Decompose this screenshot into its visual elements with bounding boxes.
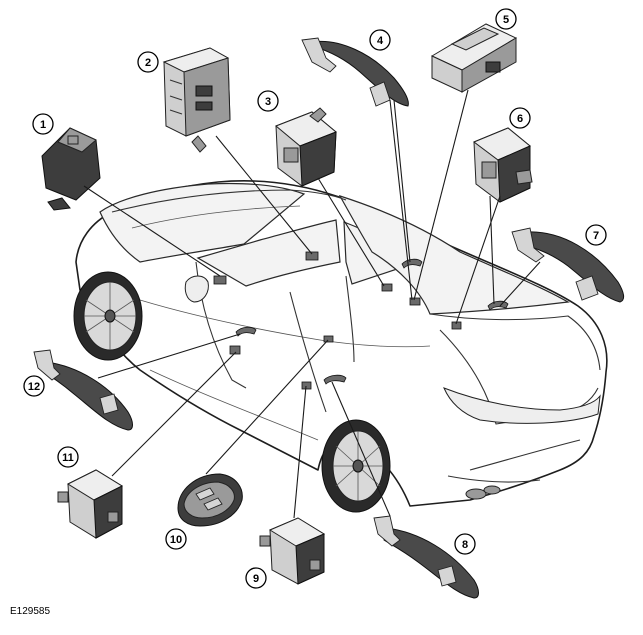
callout-label: 9 [253,573,259,585]
component-9 [259,517,326,585]
callout-2: 2 [137,51,159,73]
callout-1: 1 [32,113,54,135]
figure-code: E129585 [10,606,51,617]
callout-label: 6 [517,113,523,125]
callout-10: 10 [165,528,187,550]
installed-handle-12 [235,326,257,337]
component-10-key-fob [177,473,243,527]
callout-5: 5 [495,8,517,30]
callout-label: 5 [503,14,509,26]
door-mirror [184,275,209,303]
callout-8: 8 [454,533,476,555]
callout-label: 4 [377,35,384,47]
exhaust-tip [465,488,487,500]
installed-module-11 [229,345,241,355]
component-12-door-handle [33,349,133,431]
installed-module-3 [381,283,393,292]
callout-label: 1 [40,119,46,131]
callout-label: 10 [170,534,182,546]
callout-9: 9 [245,567,267,589]
callout-label: 12 [28,381,40,393]
component-7-door-handle [511,227,625,303]
component-3 [275,107,337,187]
callout-label: 7 [593,230,599,242]
installed-module-1 [213,275,227,285]
component-8-door-handle [373,515,479,599]
callout-label: 8 [462,539,468,551]
leader-lines [83,89,541,519]
component-6 [472,127,533,203]
callouts: 1 2 3 4 5 6 7 8 [23,8,607,589]
installed-module-2 [305,251,319,261]
callout-3: 3 [257,90,279,112]
component-11 [57,469,124,539]
front-door-window [196,219,341,287]
installed-handle-4 [401,258,423,269]
front-wheel [73,271,143,361]
installed-key-location [323,335,334,343]
component-2 [162,47,231,153]
tail-lamp [443,387,601,424]
installed-handle-8 [323,374,347,385]
component-1 [41,127,101,211]
rear-screen [338,194,570,315]
callout-12: 12 [23,375,45,397]
callout-7: 7 [585,224,607,246]
callout-label: 3 [265,96,271,108]
callout-label: 11 [62,452,74,464]
installed-module-9 [301,381,312,390]
vehicle-illustration [73,179,608,513]
callout-11: 11 [57,446,79,468]
component-4-door-handle [301,37,409,107]
callout-6: 6 [509,107,531,129]
component-5 [430,23,518,93]
exhaust-tip [483,485,501,495]
callout-label: 2 [145,57,151,69]
rear-wheel [321,419,391,513]
callout-4: 4 [369,29,391,51]
